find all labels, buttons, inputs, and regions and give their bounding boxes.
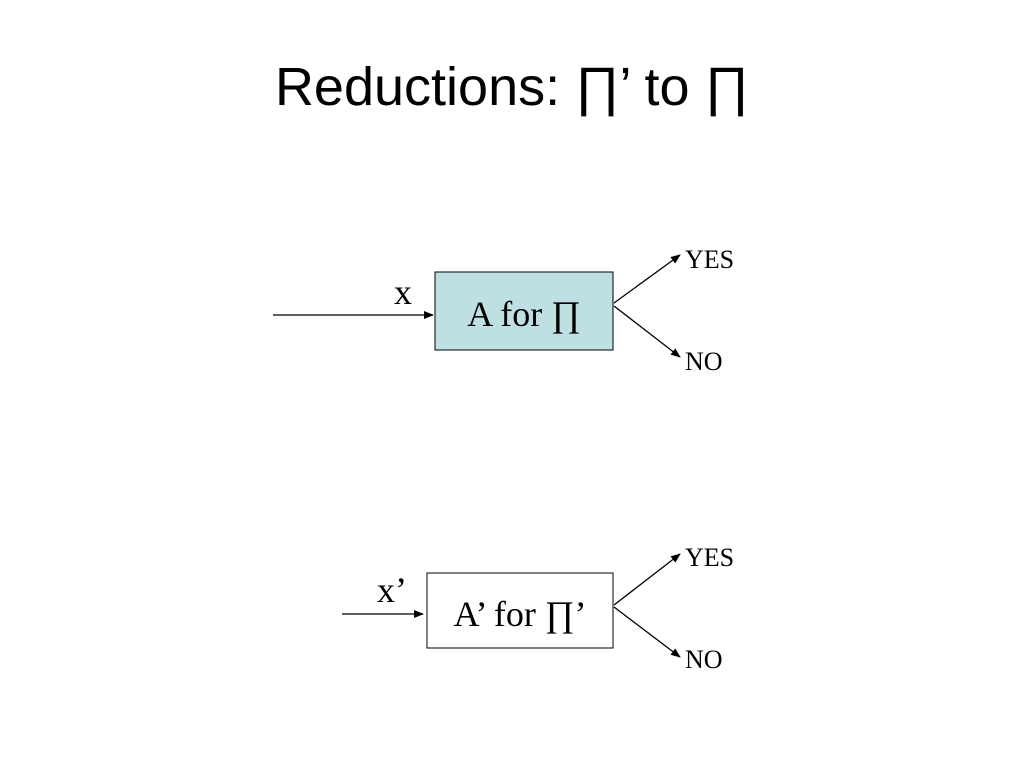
bottom-no-label: NO	[685, 645, 723, 674]
bottom-yes-arrow	[613, 553, 681, 606]
top-algorithm-box	[434, 271, 614, 351]
bottom-algorithm-box	[426, 572, 614, 649]
bottom-algorithm-label: A’ for ∏’	[454, 594, 587, 634]
bottom-input-label: x’	[377, 570, 407, 610]
top-no-label: NO	[685, 347, 723, 376]
bottom-no-arrow	[613, 606, 681, 658]
slide-title: Reductions: ∏’ to ∏	[274, 57, 750, 117]
top-input-label: x	[394, 272, 412, 312]
top-no-arrow	[613, 305, 681, 358]
top-algorithm-group: x A for ∏ YES NO	[273, 245, 734, 376]
top-yes-arrow	[613, 254, 681, 304]
top-yes-label: YES	[685, 245, 734, 274]
top-algorithm-label: A for ∏	[467, 294, 581, 334]
bottom-algorithm-group: x’ A’ for ∏’ YES NO	[342, 543, 734, 674]
bottom-yes-label: YES	[685, 543, 734, 572]
